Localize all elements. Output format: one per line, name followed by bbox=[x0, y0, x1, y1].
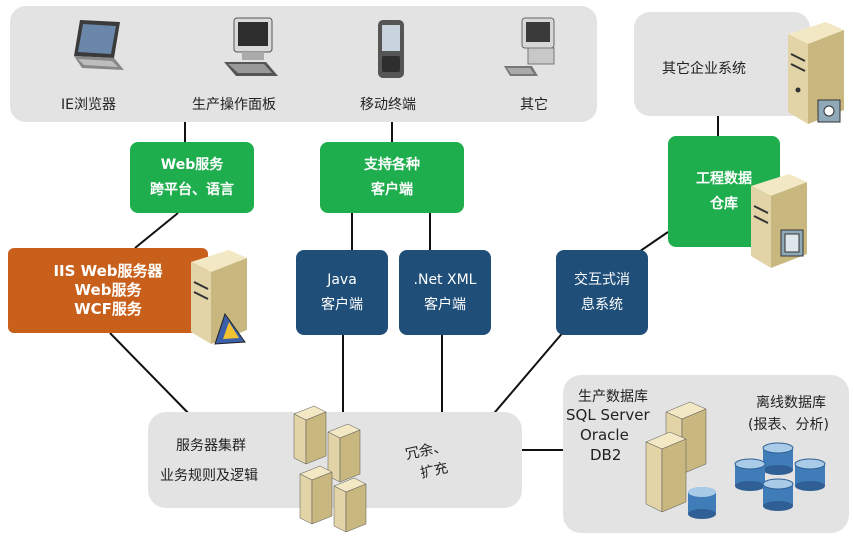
prod-db-title: 生产数据库 bbox=[578, 389, 648, 405]
client-label-other: 其它 bbox=[520, 97, 548, 113]
iis-server-icon bbox=[185, 242, 257, 358]
other-systems-panel bbox=[634, 12, 810, 116]
messaging-line1: 交互式消 bbox=[574, 272, 630, 288]
laptop-icon bbox=[62, 14, 130, 86]
web-service-line1: Web服务 bbox=[160, 157, 224, 173]
net-client-box: .Net XML 客户端 bbox=[399, 250, 491, 335]
other-systems-label: 其它企业系统 bbox=[662, 61, 746, 77]
server-icon bbox=[782, 12, 850, 136]
iis-line3: WCF服务 bbox=[74, 299, 142, 318]
client-label-panel: 生产操作面板 bbox=[192, 97, 276, 113]
net-client-line1: .Net XML bbox=[413, 272, 477, 288]
web-service-box: Web服务 跨平台、语言 bbox=[130, 142, 254, 213]
messaging-line2: 息系统 bbox=[581, 296, 623, 313]
connector-iis-cluster bbox=[109, 332, 196, 421]
client-label-ie: IE浏览器 bbox=[61, 97, 116, 113]
java-client-line2: 客户端 bbox=[321, 296, 363, 313]
offline-database-icon bbox=[733, 440, 837, 524]
warehouse-server-icon bbox=[745, 166, 815, 278]
prod-db-db2: DB2 bbox=[590, 446, 622, 464]
iis-line1: IIS Web服务器 bbox=[53, 262, 163, 281]
net-client-line2: 客户端 bbox=[424, 296, 466, 313]
iis-line2: Web服务 bbox=[74, 281, 142, 300]
connector-webservice-iis bbox=[134, 212, 179, 249]
multi-client-line2: 客户端 bbox=[371, 181, 413, 198]
web-service-line2: 跨平台、语言 bbox=[150, 181, 234, 198]
cluster-title: 服务器集群 bbox=[176, 438, 246, 454]
multi-client-line1: 支持各种 bbox=[364, 157, 420, 173]
offline-db-subtitle: (报表、分析) bbox=[748, 417, 829, 433]
pda-icon bbox=[372, 16, 412, 86]
offline-db-title: 离线数据库 bbox=[756, 395, 826, 411]
server-cluster-icon bbox=[290, 398, 390, 542]
client-label-mobile: 移动终端 bbox=[360, 97, 416, 113]
messaging-box: 交互式消 息系统 bbox=[556, 250, 648, 335]
cluster-subtitle: 业务规则及逻辑 bbox=[160, 468, 258, 484]
java-client-line1: Java bbox=[327, 272, 357, 288]
prod-db-sqlserver: SQL Server bbox=[566, 406, 650, 424]
database-server-icon bbox=[640, 396, 736, 532]
iis-box: IIS Web服务器 Web服务 WCF服务 bbox=[8, 248, 208, 333]
java-client-box: Java 客户端 bbox=[296, 250, 388, 335]
warehouse-line1: 工程数据 bbox=[696, 171, 752, 187]
connector-messaging-cluster bbox=[489, 329, 566, 419]
desktop-icon bbox=[216, 12, 286, 86]
warehouse-line2: 仓库 bbox=[710, 195, 738, 212]
prod-db-oracle: Oracle bbox=[580, 426, 629, 444]
computer-icon bbox=[498, 12, 570, 88]
multi-client-box: 支持各种 客户端 bbox=[320, 142, 464, 213]
